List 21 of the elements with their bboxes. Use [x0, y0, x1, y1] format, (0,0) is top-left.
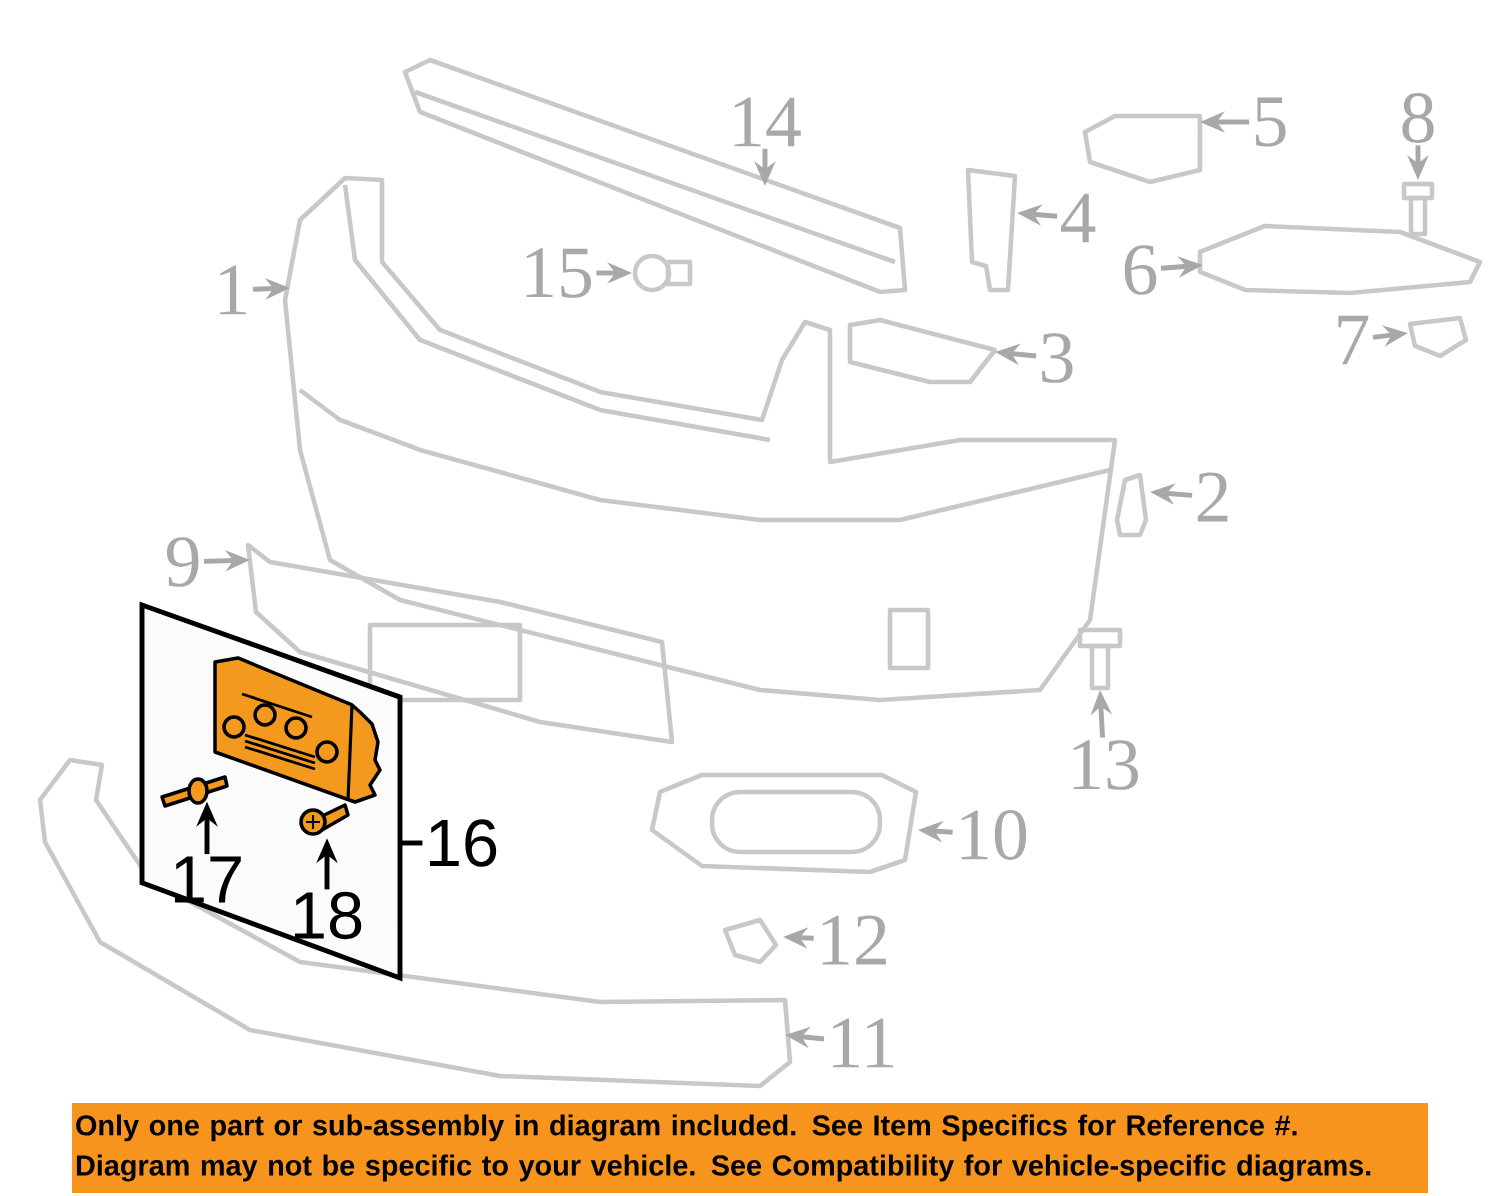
callout-number: 18 [294, 891, 362, 940]
callout-number: 10 [961, 810, 1027, 860]
callout-number: 5 [1255, 97, 1286, 147]
callout-number: 3 [1042, 333, 1073, 383]
screw-drawing [299, 803, 350, 836]
callout-number: 11 [832, 1018, 894, 1068]
leader-line [400, 840, 423, 846]
notice-banner: Only one part or sub-assembly in diagram included. See Item Specifics for Reference #. Diagram may not be specific to your vehicle. See Compatibility for vehicle-specific diagrams. [72, 1103, 1428, 1193]
callout-number: 15 [526, 248, 591, 298]
callout-number: 6 [1124, 245, 1157, 295]
callout-number: 4 [1061, 193, 1096, 243]
callout-number: 2 [1197, 472, 1228, 522]
pin-drawing [160, 775, 229, 808]
callout-number: 12 [822, 915, 886, 965]
callout-number: 8 [1402, 93, 1434, 143]
callout-number: 1 [220, 265, 246, 315]
callout-number: 7 [1338, 315, 1369, 365]
callout-number: 14 [734, 97, 801, 147]
callout-number: 13 [1073, 740, 1138, 790]
callout-number: 16 [429, 819, 497, 867]
callout-number: 9 [166, 537, 199, 587]
